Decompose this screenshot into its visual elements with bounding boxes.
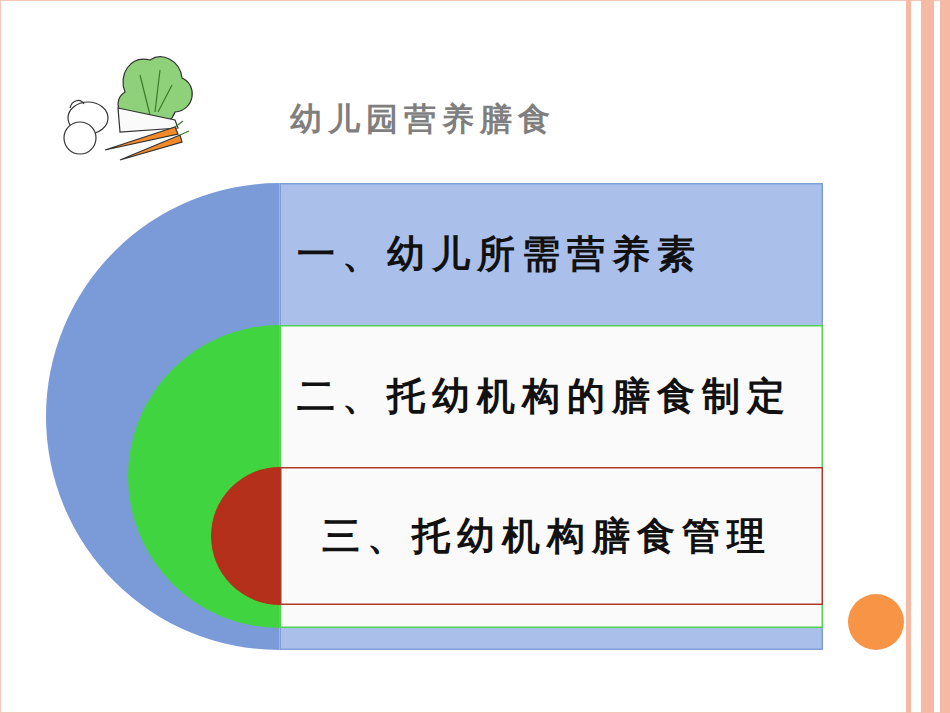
half-circle [128,325,280,628]
band-label: 二、托幼机构的膳食制定 [297,374,792,420]
side-stripe [906,0,911,713]
red-band: 三、托幼机构膳食管理 [211,467,823,605]
band-rect [281,468,823,605]
band-rect [280,326,822,628]
band-label: 一、幼儿所需营养素 [297,232,702,278]
half-circle [46,183,280,650]
side-stripe [940,0,950,713]
band-rect [280,184,822,650]
blue-band: 一、幼儿所需营养素二、托幼机构的膳食制定三、托幼机构膳食管理 [46,183,823,650]
green-band: 二、托幼机构的膳食制定三、托幼机构膳食管理 [128,325,823,628]
vegetable-illustration [64,57,192,160]
slide-title: 幼儿园营养膳食 [290,100,556,138]
side-stripe [921,0,934,713]
orange-dot [848,594,904,650]
band-label: 三、托幼机构膳食管理 [322,514,772,560]
half-circle [211,467,280,605]
